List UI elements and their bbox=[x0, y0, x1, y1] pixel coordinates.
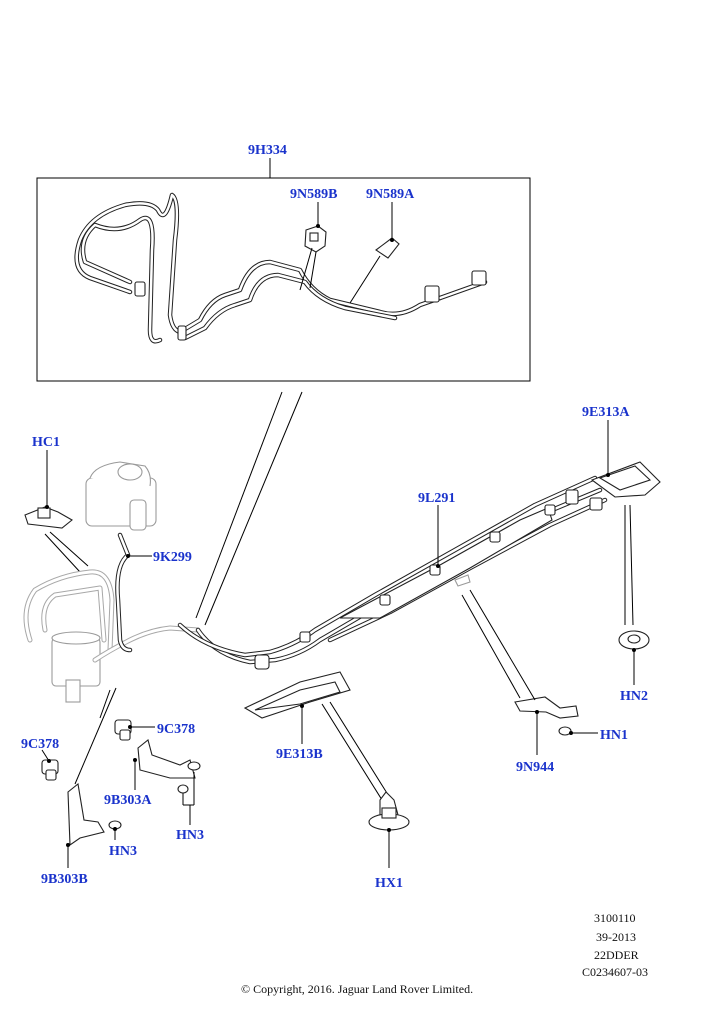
callout-hn3-right: HN3 bbox=[176, 828, 204, 843]
callout-9c378-left: 9C378 bbox=[21, 737, 59, 752]
reference-line-3: 22DDER bbox=[594, 948, 639, 962]
bracket-hc1 bbox=[24, 450, 89, 573]
bracket-9b303a bbox=[133, 739, 196, 790]
reference-line-1: 3100110 bbox=[594, 911, 636, 925]
clip-9n589a bbox=[375, 237, 400, 259]
shield-9e313b bbox=[243, 671, 391, 801]
inset-frame bbox=[36, 177, 531, 382]
callout-9n589b: 9N589B bbox=[290, 187, 337, 202]
bracket-9n944 bbox=[461, 589, 579, 755]
callout-9h334: 9H334 bbox=[248, 143, 287, 158]
callout-hx1: HX1 bbox=[375, 876, 403, 891]
copyright-notice: © Copyright, 2016. Jaguar Land Rover Lim… bbox=[241, 982, 473, 996]
fuel-pipe-assembly-inset bbox=[74, 192, 488, 344]
callout-hn1: HN1 bbox=[600, 728, 628, 743]
callout-9n944: 9N944 bbox=[516, 760, 554, 775]
nut-hn2 bbox=[618, 630, 650, 685]
fuel-pipe-assembly-9l291 bbox=[177, 475, 608, 670]
callout-hc1: HC1 bbox=[32, 435, 60, 450]
reference-line-2: 39-2013 bbox=[596, 930, 636, 944]
reference-line-4: C0234607-03 bbox=[582, 965, 648, 979]
hose-9k299 bbox=[115, 532, 152, 653]
callout-9l291: 9L291 bbox=[418, 491, 455, 506]
callout-9b303b: 9B303B bbox=[41, 872, 88, 887]
callout-9c378-right: 9C378 bbox=[157, 722, 195, 737]
shield-9e313a bbox=[590, 420, 661, 626]
callout-hn3-left: HN3 bbox=[109, 844, 137, 859]
callout-9e313b: 9E313B bbox=[276, 747, 323, 762]
callout-9e313a: 9E313A bbox=[582, 405, 630, 420]
sensor-9c378-right bbox=[114, 719, 155, 741]
callout-9n589a: 9N589A bbox=[366, 187, 415, 202]
clip-hx1 bbox=[368, 791, 410, 868]
callout-hn2: HN2 bbox=[620, 689, 648, 704]
clip-9n589b bbox=[304, 225, 327, 253]
ghosted-evap-canister bbox=[23, 461, 201, 703]
bracket-9b303b bbox=[66, 782, 105, 868]
sensor-9c378-left bbox=[41, 749, 59, 781]
nut-hn1 bbox=[558, 726, 598, 736]
nut-hn3-right bbox=[177, 761, 201, 825]
inset-9h334 bbox=[36, 158, 531, 626]
nut-hn3-left bbox=[108, 820, 122, 840]
callout-9k299: 9K299 bbox=[153, 550, 192, 565]
callout-9b303a: 9B303A bbox=[104, 793, 152, 808]
